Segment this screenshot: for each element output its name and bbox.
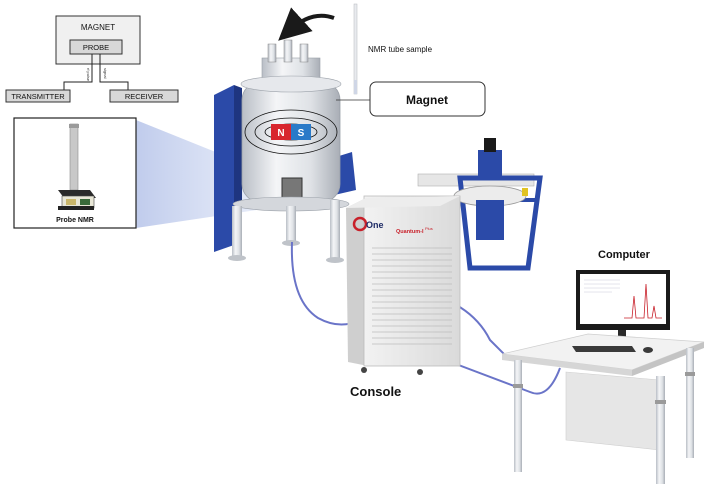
probe-slot — [281, 177, 303, 199]
pole-south — [291, 124, 311, 140]
brand-logo-icon — [352, 216, 368, 232]
console-model: Quantum-I — [396, 229, 424, 235]
tube-label: NMR tube sample — [368, 45, 433, 54]
block-diagram: MAGNET PROBE rf pulse signal TRANSMITTER… — [5, 15, 179, 103]
transmitter-block — [5, 89, 71, 103]
pole-south-label: S — [298, 128, 305, 139]
autosampler — [417, 138, 543, 271]
computer-workstation — [501, 270, 705, 484]
pole-north — [271, 124, 291, 140]
mouse — [643, 347, 653, 353]
console-cabinet: One Quantum-I Plus — [346, 195, 461, 375]
left-wire-label: rf pulse — [86, 68, 91, 82]
nmr-magnet: N S — [214, 7, 356, 263]
probe-block-label: PROBE — [83, 43, 109, 52]
probe-stem — [69, 123, 79, 191]
right-wire-label: signal — [103, 68, 108, 79]
receiver-block-label: RECEIVER — [125, 92, 164, 101]
receiver-block — [109, 89, 179, 103]
insertion-arrow — [278, 7, 335, 41]
magnet-callout-box — [369, 81, 486, 117]
keyboard — [572, 346, 636, 352]
console-model-suffix: Plus — [425, 226, 433, 231]
transmitter-block-label: TRANSMITTER — [11, 92, 65, 101]
pole-north-label: N — [277, 128, 284, 139]
probe-inset-caption: Probe NMR — [56, 217, 94, 224]
receiver-wire — [99, 54, 129, 90]
magnet-block-label: MAGNET — [81, 23, 115, 32]
brand-name: One — [366, 220, 384, 230]
nmr-tube — [353, 3, 358, 95]
magnet-callout-label: Magnet — [406, 93, 448, 107]
computer-label: Computer — [598, 249, 651, 261]
console-label: Console — [350, 384, 401, 399]
probe-block — [69, 39, 123, 55]
transmitter-wire — [63, 54, 93, 90]
